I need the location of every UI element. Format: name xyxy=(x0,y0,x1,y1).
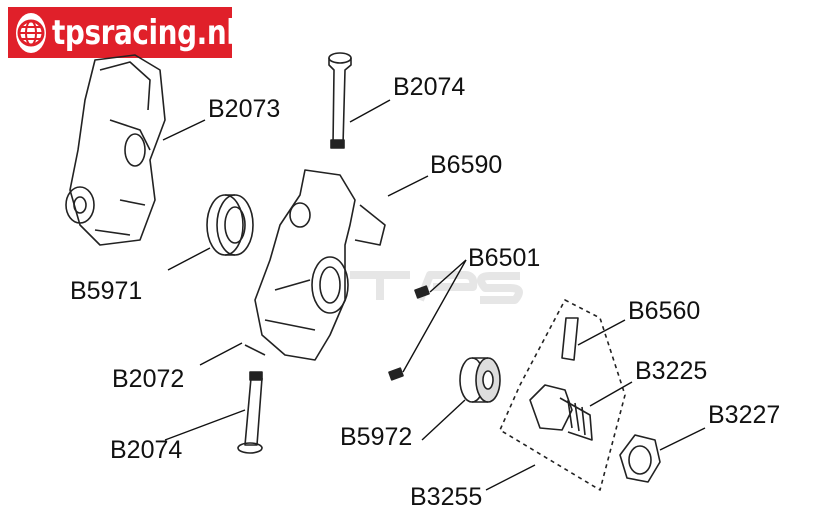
label-b6560: B6560 xyxy=(628,297,701,325)
tps-watermark xyxy=(350,271,523,304)
label-b5971: B5971 xyxy=(70,277,143,305)
setscrew-b6501 xyxy=(388,285,430,381)
nut-b3227 xyxy=(619,434,661,483)
carrier-b6590 xyxy=(244,169,386,361)
bearing-b5972 xyxy=(459,357,501,403)
knuckle-b2073 xyxy=(65,54,166,246)
label-b2073: B2073 xyxy=(208,95,281,123)
label-b5972: B5972 xyxy=(340,423,413,451)
label-b6590: B6590 xyxy=(430,151,503,179)
globe-icon xyxy=(16,12,46,53)
label-b3255: B3255 xyxy=(410,483,483,511)
bearing-b5971 xyxy=(206,194,254,256)
logo-text: tpsracing.nl xyxy=(52,12,236,53)
pin-b2074-top xyxy=(328,52,352,149)
pin-b2074-bottom xyxy=(237,371,263,454)
tpsracing-logo[interactable]: tpsracing.nl xyxy=(8,7,236,58)
label-b2074-top: B2074 xyxy=(393,73,466,101)
label-b2072: B2072 xyxy=(112,365,185,393)
assembly-b3255-outline xyxy=(499,299,626,491)
pin-b6560 xyxy=(561,317,579,361)
label-b2074-bottom: B2074 xyxy=(110,436,183,464)
hex-b3225 xyxy=(529,384,593,441)
label-b3227: B3227 xyxy=(708,401,781,429)
label-b3225: B3225 xyxy=(635,357,708,385)
label-b6501: B6501 xyxy=(468,244,541,272)
leader-lines xyxy=(162,99,706,491)
